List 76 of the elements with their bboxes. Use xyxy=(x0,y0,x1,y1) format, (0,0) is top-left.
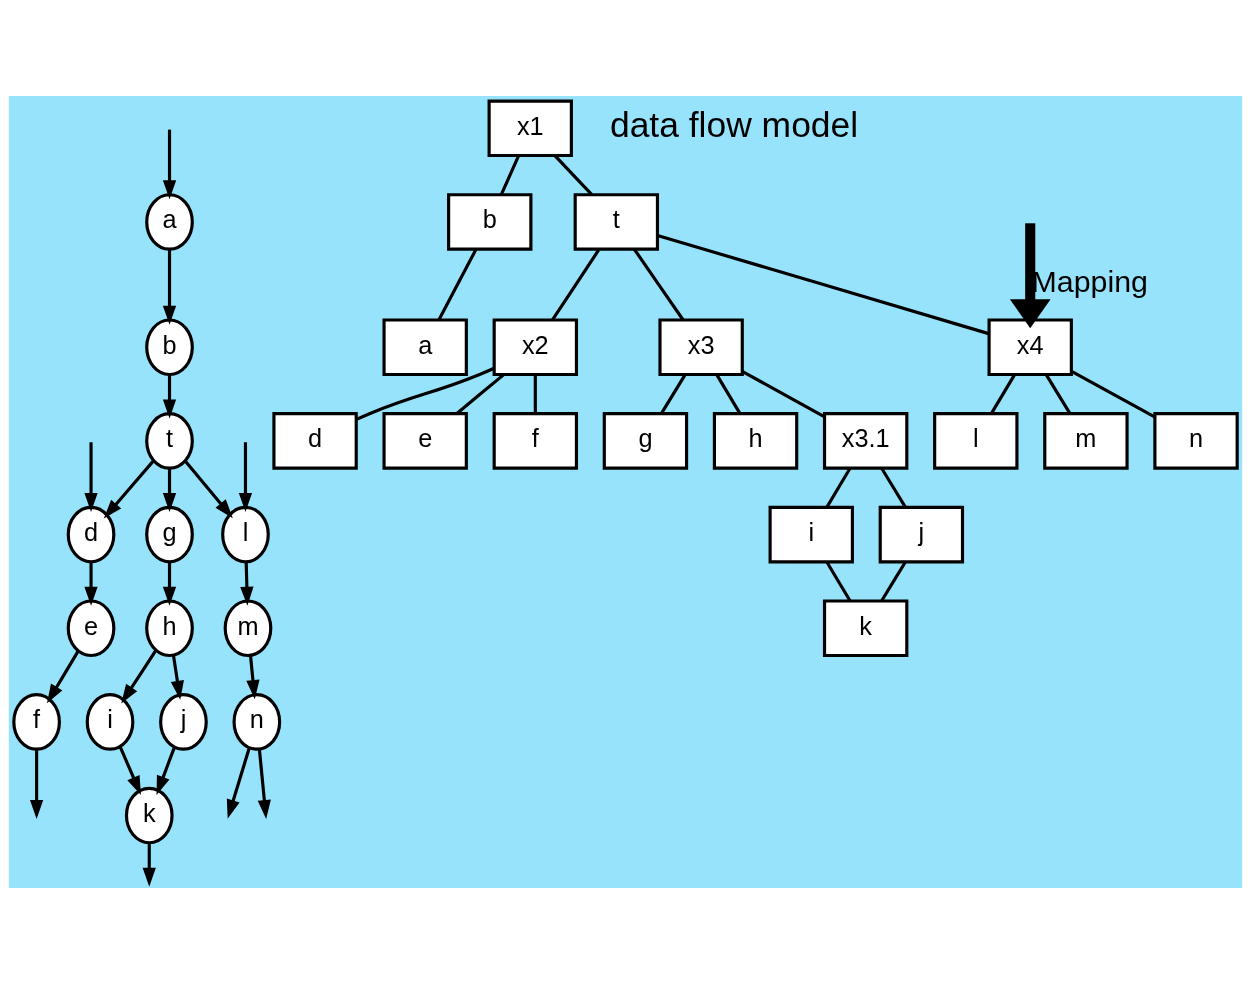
connector xyxy=(880,467,907,509)
node-box: a xyxy=(382,318,468,377)
edge-label: Mapping xyxy=(1031,265,1148,299)
connector xyxy=(437,248,478,321)
arrow xyxy=(1009,223,1051,329)
node-box: f xyxy=(492,412,579,470)
arrow xyxy=(118,746,141,795)
node-box: l xyxy=(933,412,1019,470)
connector xyxy=(554,154,593,196)
connector xyxy=(551,248,601,321)
connector xyxy=(533,374,537,414)
arrow xyxy=(162,129,177,200)
arrow xyxy=(238,442,253,512)
node-ellipse: b xyxy=(145,318,194,377)
node-box: x1 xyxy=(487,99,573,158)
node-ellipse: n xyxy=(232,693,282,751)
node-ellipse: a xyxy=(145,193,194,251)
node-ellipse: t xyxy=(145,412,194,470)
arrow xyxy=(162,249,177,325)
node-box: k xyxy=(822,599,909,658)
node-ellipse: f xyxy=(12,693,61,751)
node-box: h xyxy=(712,412,799,470)
connector xyxy=(715,374,742,415)
connector xyxy=(499,155,520,196)
node-ellipse: j xyxy=(159,693,208,751)
connector xyxy=(455,373,505,415)
node-box: x2 xyxy=(492,318,579,377)
node-ellipse: k xyxy=(124,786,174,845)
arrow xyxy=(257,748,271,819)
arrow xyxy=(162,374,177,419)
node-box: x3.1 xyxy=(822,412,909,470)
connector xyxy=(880,561,907,602)
node-box: x3 xyxy=(658,318,744,377)
node-ellipse: i xyxy=(85,693,135,751)
node-box: m xyxy=(1043,412,1129,470)
arrow xyxy=(162,562,177,606)
connector xyxy=(1045,374,1072,415)
connector xyxy=(825,467,852,509)
node-box: n xyxy=(1153,412,1239,470)
connector xyxy=(741,370,825,419)
node-box: b xyxy=(447,193,533,251)
node-ellipse: e xyxy=(66,599,116,658)
arrow xyxy=(240,562,254,606)
arrow xyxy=(84,442,98,512)
node-ellipse: l xyxy=(221,505,270,564)
arrow xyxy=(226,747,251,819)
connector xyxy=(633,248,685,321)
arrow xyxy=(170,655,184,700)
node-box: d xyxy=(272,412,358,470)
node-box: e xyxy=(382,412,468,470)
arrow xyxy=(142,843,156,887)
label: data flow model xyxy=(609,105,859,146)
node-ellipse: h xyxy=(145,599,194,658)
arrow xyxy=(156,746,176,795)
node-box: g xyxy=(602,412,689,470)
arrow xyxy=(121,649,158,704)
node-ellipse: d xyxy=(66,505,116,564)
arrow xyxy=(29,749,44,819)
node-box: j xyxy=(878,505,965,564)
connector xyxy=(355,366,495,421)
arrow xyxy=(46,650,80,704)
arrow xyxy=(162,468,177,513)
arrow xyxy=(246,655,260,700)
connector xyxy=(989,374,1016,415)
arrow xyxy=(103,459,155,519)
node-box: t xyxy=(573,193,660,251)
node-ellipse: m xyxy=(223,599,273,658)
node-box: x4 xyxy=(987,318,1073,377)
arrow xyxy=(84,562,98,606)
connector xyxy=(659,374,687,415)
connector xyxy=(825,561,852,602)
node-ellipse: g xyxy=(145,505,194,564)
connector xyxy=(657,233,990,336)
arrow xyxy=(184,460,233,519)
node-box: i xyxy=(768,505,854,564)
connector xyxy=(1070,369,1156,419)
